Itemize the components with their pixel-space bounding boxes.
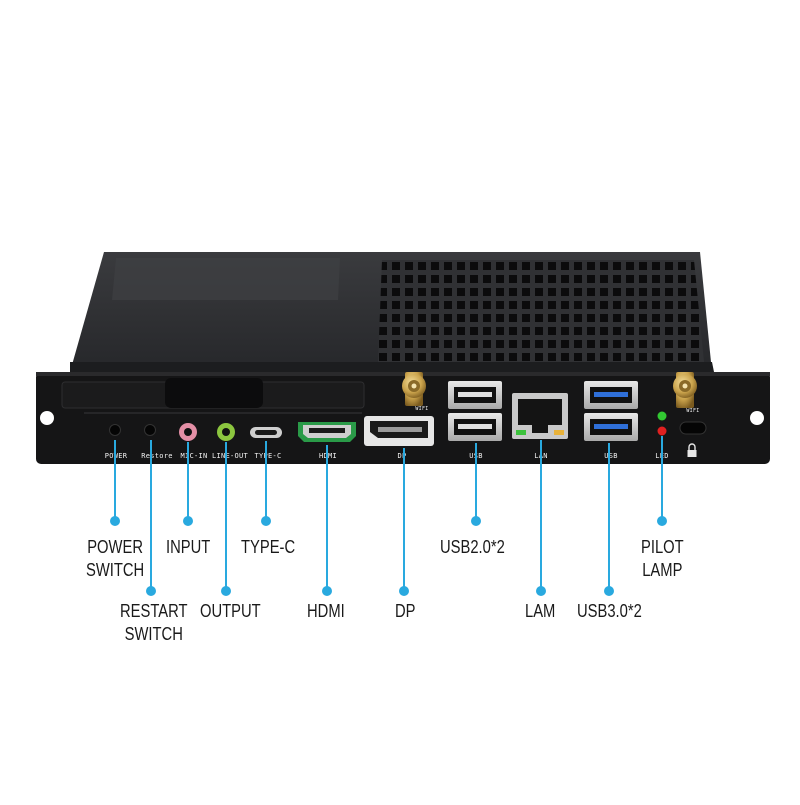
ventilation-grille xyxy=(378,260,704,362)
label-mic-in: MIC-IN xyxy=(180,452,207,460)
callout-input: INPUT xyxy=(166,537,211,557)
callout-hdmi: HDMI xyxy=(307,601,345,621)
callout-output: OUTPUT xyxy=(200,601,261,621)
mount-hole-left xyxy=(40,411,54,425)
callout-usb2: USB2.0*2 xyxy=(440,537,505,557)
line-out-jack[interactable] xyxy=(217,423,235,441)
power-button[interactable] xyxy=(109,424,121,436)
label-wifi-right: WIFI xyxy=(686,408,699,414)
chassis-top xyxy=(70,252,714,372)
callout-usb3: USB3.0*2 xyxy=(577,601,642,621)
wifi-antenna-left xyxy=(402,372,426,406)
label-dp: DP xyxy=(397,452,406,460)
hdmi-port[interactable] xyxy=(298,422,356,442)
callout-leaders xyxy=(114,436,663,590)
callout-restart-switch: RESTART SWITCH xyxy=(120,601,188,644)
label-type-c: TYPE-C xyxy=(254,452,281,460)
usb3-port-stack[interactable] xyxy=(584,381,638,441)
label-power: POWER xyxy=(105,452,128,460)
label-usb-right: USB xyxy=(604,452,618,460)
displayport-port[interactable] xyxy=(364,416,434,446)
label-restore: Restore xyxy=(141,452,173,460)
callout-lam: LAM xyxy=(525,601,556,621)
wifi-antenna-right xyxy=(673,372,697,408)
callout-type-c: TYPE-C xyxy=(241,537,296,557)
lan-port[interactable] xyxy=(512,393,568,439)
label-wifi-left: WIFI xyxy=(415,406,428,412)
callout-dots xyxy=(110,516,667,596)
mic-in-jack[interactable] xyxy=(179,423,197,441)
kensington-lock-slot[interactable] xyxy=(679,421,707,435)
callout-dp: DP xyxy=(395,601,416,621)
type-c-port[interactable] xyxy=(250,427,282,438)
status-leds xyxy=(657,411,667,436)
label-line-out: LINE-OUT xyxy=(212,452,249,460)
callout-pilot-lamp: PILOT LAMP xyxy=(641,537,684,580)
lock-icon xyxy=(687,443,697,457)
callout-power-switch: POWER SWITCH xyxy=(86,537,145,580)
restore-button[interactable] xyxy=(144,424,156,436)
usb2-port-stack[interactable] xyxy=(448,381,502,441)
mount-hole-right xyxy=(750,411,764,425)
